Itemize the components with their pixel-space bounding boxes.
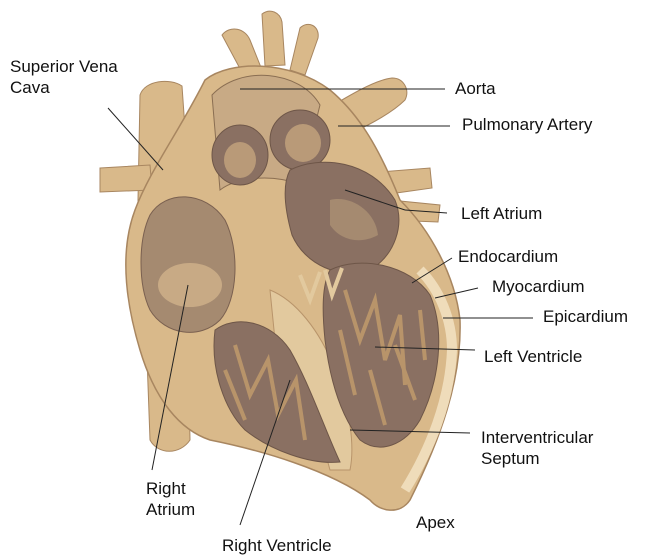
- label-myocardium: Myocardium: [492, 276, 585, 297]
- label-superior-vena-cava: Superior Vena Cava: [10, 56, 155, 98]
- label-aorta: Aorta: [455, 78, 496, 99]
- pulmonary-ring-inner: [285, 124, 321, 162]
- right-atrium-inner: [158, 263, 222, 307]
- label-right-ventricle: Right Ventricle: [222, 535, 332, 556]
- label-epicardium: Epicardium: [543, 306, 628, 327]
- label-left-ventricle: Left Ventricle: [484, 346, 582, 367]
- label-apex: Apex: [416, 512, 455, 533]
- aorta-ring-inner: [224, 142, 256, 178]
- label-interventricular-septum: Interventricular Septum: [481, 427, 631, 469]
- label-left-atrium: Left Atrium: [461, 203, 542, 224]
- aortic-branch-2: [262, 11, 285, 66]
- label-pulmonary-artery: Pulmonary Artery: [462, 114, 592, 135]
- label-endocardium: Endocardium: [458, 246, 558, 267]
- label-right-atrium: Right Atrium: [146, 478, 216, 520]
- aortic-branch-3: [290, 24, 318, 75]
